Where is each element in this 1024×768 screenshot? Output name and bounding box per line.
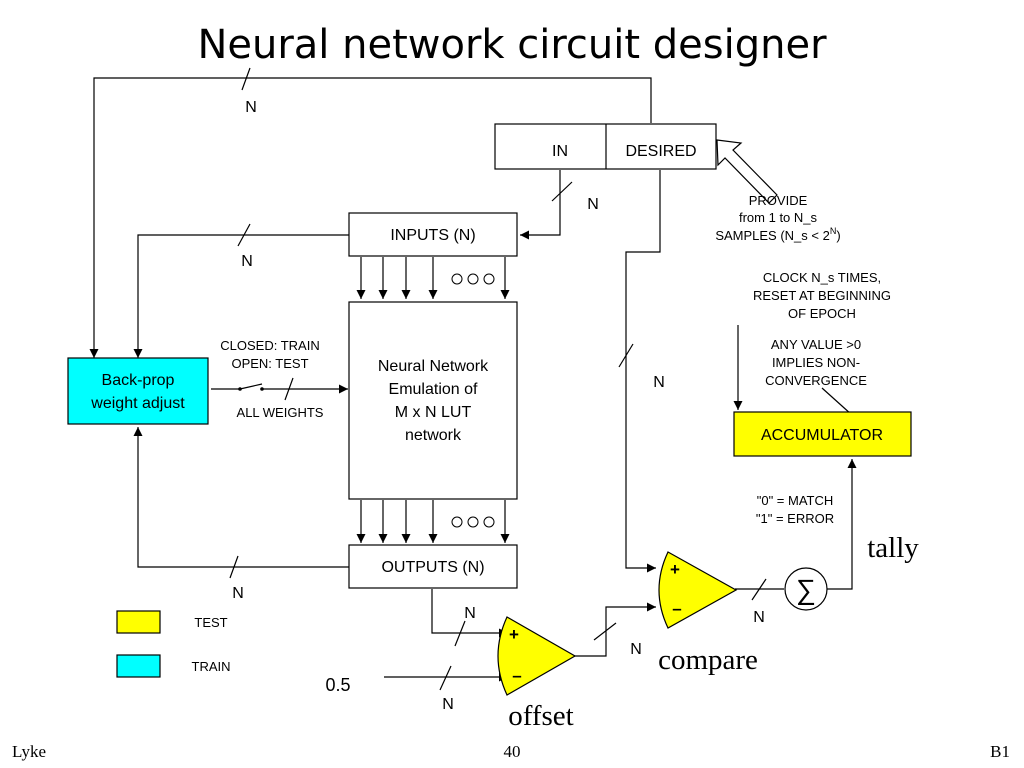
provide-note-superscript: N [830,226,837,236]
accumulator-label: ACCUMULATOR [761,427,883,444]
bus-label-inputs: N [241,253,253,270]
bus-label-offset-out: N [630,641,642,658]
clock-note-line-1: CLOCK N_s TIMES, [763,270,881,285]
backprop-line-2: weight adjust [90,395,185,412]
provide-note-main: SAMPLES (N_s < 2 [715,228,830,243]
bus-slash [439,665,452,691]
any-value-note-line-2: IMPLIES NON- [772,355,860,370]
in-label: IN [552,143,568,160]
ellipsis-circle [483,516,495,528]
legend-train-label: TRAIN [192,659,231,674]
bus-label-offset-in: N [464,605,476,622]
wire-summer-to-accumulator [827,459,857,590]
network-line-1: Neural Network [378,358,489,375]
switch-contact-left [238,387,242,391]
bus-slashes [229,67,767,691]
bus-slash [229,555,239,579]
summer-circle [784,567,828,611]
compare-label: compare [658,644,758,676]
legend-test-label: TEST [194,615,227,630]
match-note: "0" = MATCH [757,493,834,508]
bus-label-half: N [442,696,454,713]
tally-label: tally [867,532,919,564]
bus-label-in: N [587,196,599,213]
network-block [348,301,518,500]
outputs-label: OUTPUTS (N) [381,559,484,576]
backprop-line-1: Back-prop [102,372,175,389]
offset-comparator [497,616,577,696]
wire-offset-to-compare [574,602,656,657]
any-value-note-line-3: CONVERGENCE [765,373,867,388]
provide-note-line-1: PROVIDE [749,193,808,208]
switch-blade [239,383,263,390]
wires [89,77,857,682]
ellipsis-circle [451,516,463,528]
bus-label-compare: N [753,609,765,626]
wire-desired-to-compare [625,170,661,573]
footer-author: Lyke [12,742,46,761]
bus-slash [454,620,466,647]
weight-bus-slash [284,377,294,401]
clock-note-line-3: OF EPOCH [788,306,856,321]
wire-any-value-pointer [821,387,853,416]
bus-slash [751,578,767,601]
offset-plus: + [509,625,519,644]
ellipsis-circle [451,273,463,285]
network-output-arrows [356,500,510,543]
bus-slash [618,343,634,368]
outputs-block [348,544,518,589]
legend-train-swatch [116,654,161,678]
half-value-label: 0.5 [325,675,350,695]
inputs-block [348,212,518,257]
bus-label-top: N [245,99,257,116]
network-line-3: M x N LUT [395,404,472,421]
bus-slash [593,622,617,641]
provide-note-line-3: SAMPLES (N_s < 2N) [715,226,840,243]
page-title: Neural network circuit designer [197,22,827,68]
ellipsis-circles-bottom [451,516,495,528]
provide-note-line-2: from 1 to N_s [739,210,818,225]
switch-note-line-1: CLOSED: TRAIN [220,338,319,353]
bus-slash [237,223,251,247]
network-input-arrows [356,257,510,299]
footer-page-number: 40 [503,742,521,761]
ellipsis-circle [467,516,479,528]
desired-label: DESIRED [625,143,696,160]
error-note: "1" = ERROR [756,511,834,526]
wire-outputs-to-offset [431,589,508,638]
inputs-label: INPUTS (N) [390,227,475,244]
network-line-2: Emulation of [389,381,478,398]
bus-slash [241,67,251,91]
all-weights-note: ALL WEIGHTS [237,405,324,420]
footer-slide-code: B1 [990,742,1010,761]
ellipsis-circle [483,273,495,285]
backprop-block [67,357,209,425]
compare-comparator [658,551,738,629]
any-value-note-line-1: ANY VALUE >0 [771,337,861,352]
ellipsis-circle [467,273,479,285]
compare-minus: – [672,599,681,618]
accumulator-block [733,411,912,457]
bus-slash [551,181,573,202]
summer-symbol: ∑ [796,574,816,605]
wire-outputs-to-backprop [133,427,349,568]
provide-arrow [716,139,778,204]
ellipsis-circles-top [451,273,495,285]
offset-minus: – [512,666,521,685]
bus-label-outputs: N [232,585,244,602]
bus-label-desired: N [653,374,665,391]
wire-inputs-to-backprop [133,234,349,358]
network-line-4: network [405,427,462,444]
offset-label: offset [508,700,574,732]
wire-desired-to-backprop [89,77,652,358]
legend-test-swatch [116,610,161,634]
wire-in-to-inputs [520,170,561,240]
provide-note-close: ) [836,228,840,243]
switch-contact-right [260,387,264,391]
compare-plus: + [670,560,680,579]
switch-note-line-2: OPEN: TEST [231,356,308,371]
clock-note-line-2: RESET AT BEGINNING [753,288,891,303]
